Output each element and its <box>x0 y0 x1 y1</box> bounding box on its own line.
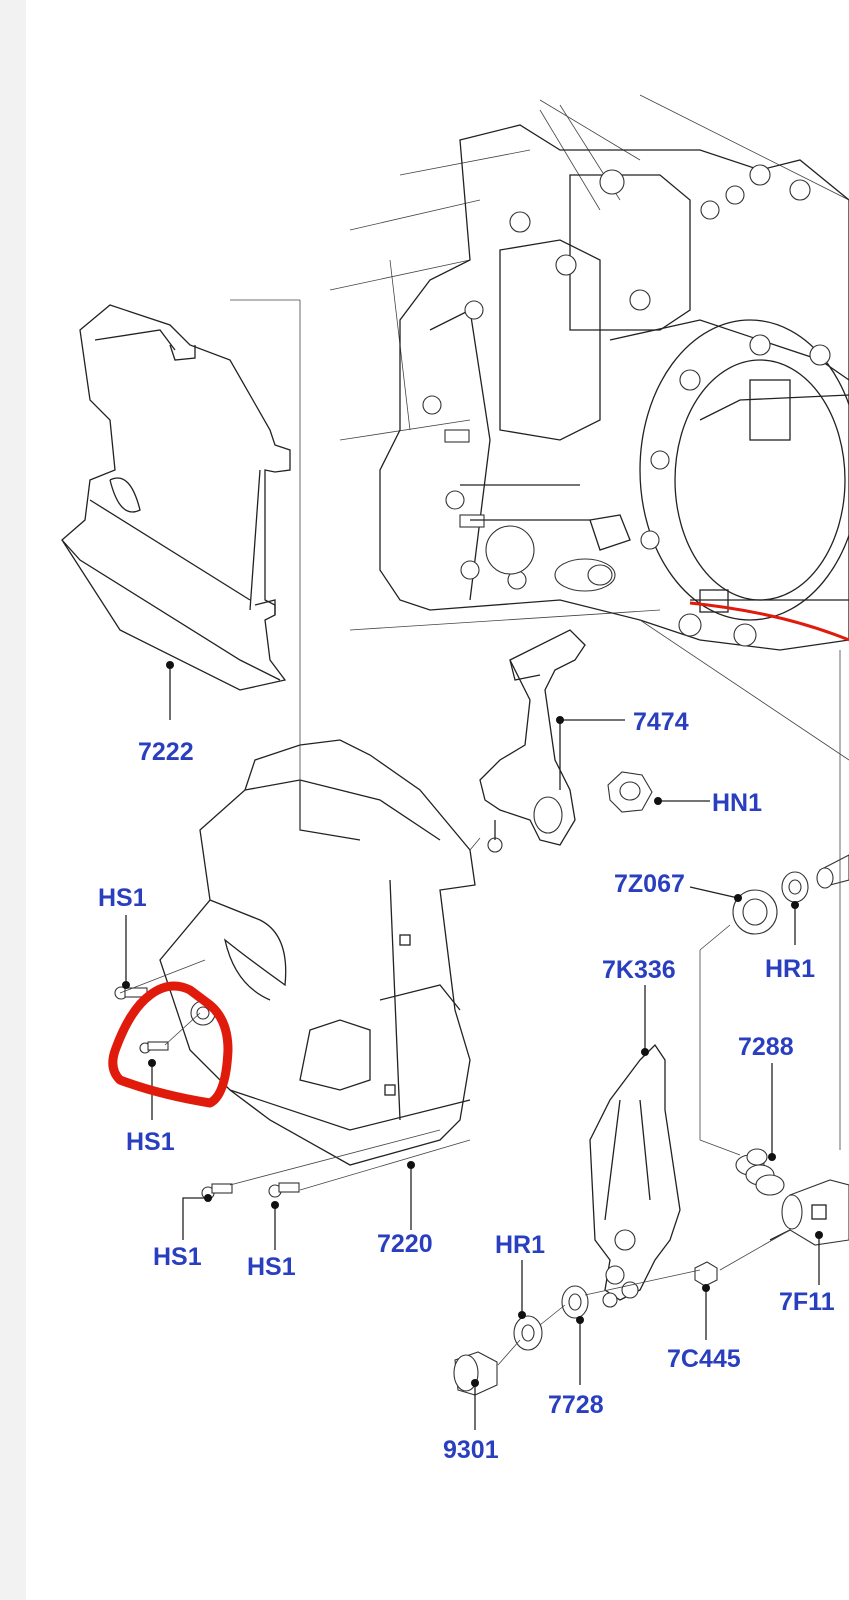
callout-7474: 7474 <box>633 708 689 736</box>
leader-lines <box>122 661 823 1430</box>
highlight-circle-annotation <box>108 981 233 1108</box>
part-7222-cover <box>61 304 291 691</box>
callout-7288: 7288 <box>738 1033 794 1061</box>
callout-hs1-bottom-left: HS1 <box>153 1243 202 1271</box>
callout-labels: 7222 7474 HN1 HS1 7Z067 7K336 HR1 7288 H… <box>98 708 835 1464</box>
part-7k336-lever <box>589 1043 681 1308</box>
part-hr1-ring-bottom <box>513 1315 543 1351</box>
part-7728-washer <box>561 1285 589 1319</box>
highlight-arrow-stroke <box>689 601 849 642</box>
callout-7z067: 7Z067 <box>614 870 685 898</box>
part-7474-bracket <box>479 629 586 853</box>
screw-hs1-mid <box>139 1041 169 1054</box>
part-hn1-nut <box>607 771 653 813</box>
transmission-housing <box>329 94 849 651</box>
part-7f11-sleeve <box>769 1179 849 1246</box>
callout-hs1-mid: HS1 <box>126 1128 175 1156</box>
part-9301-bushing <box>453 1351 498 1396</box>
callout-7c445: 7C445 <box>667 1345 741 1373</box>
part-hr1-ring-right <box>781 871 809 903</box>
callout-7220: 7220 <box>377 1230 433 1258</box>
callout-7222: 7222 <box>138 738 194 766</box>
part-7288-bushing <box>735 1148 785 1196</box>
callout-7728: 7728 <box>548 1391 604 1419</box>
callout-9301: 9301 <box>443 1436 499 1464</box>
shift-shaft <box>816 854 849 889</box>
callout-hr1-right: HR1 <box>765 955 815 983</box>
callout-7f11: 7F11 <box>779 1288 835 1316</box>
screw-hs1-bottom-right <box>268 1182 300 1198</box>
callout-hs1-top: HS1 <box>98 884 147 912</box>
callout-hs1-bottom-right: HS1 <box>247 1253 296 1281</box>
part-7z067-seal <box>732 889 778 935</box>
callout-7k336: 7K336 <box>602 956 676 984</box>
callout-hr1-bottom: HR1 <box>495 1231 545 1259</box>
callout-hn1: HN1 <box>712 789 762 817</box>
assembly-guide-lines <box>119 299 849 1366</box>
part-7c445-clip <box>694 1261 718 1287</box>
